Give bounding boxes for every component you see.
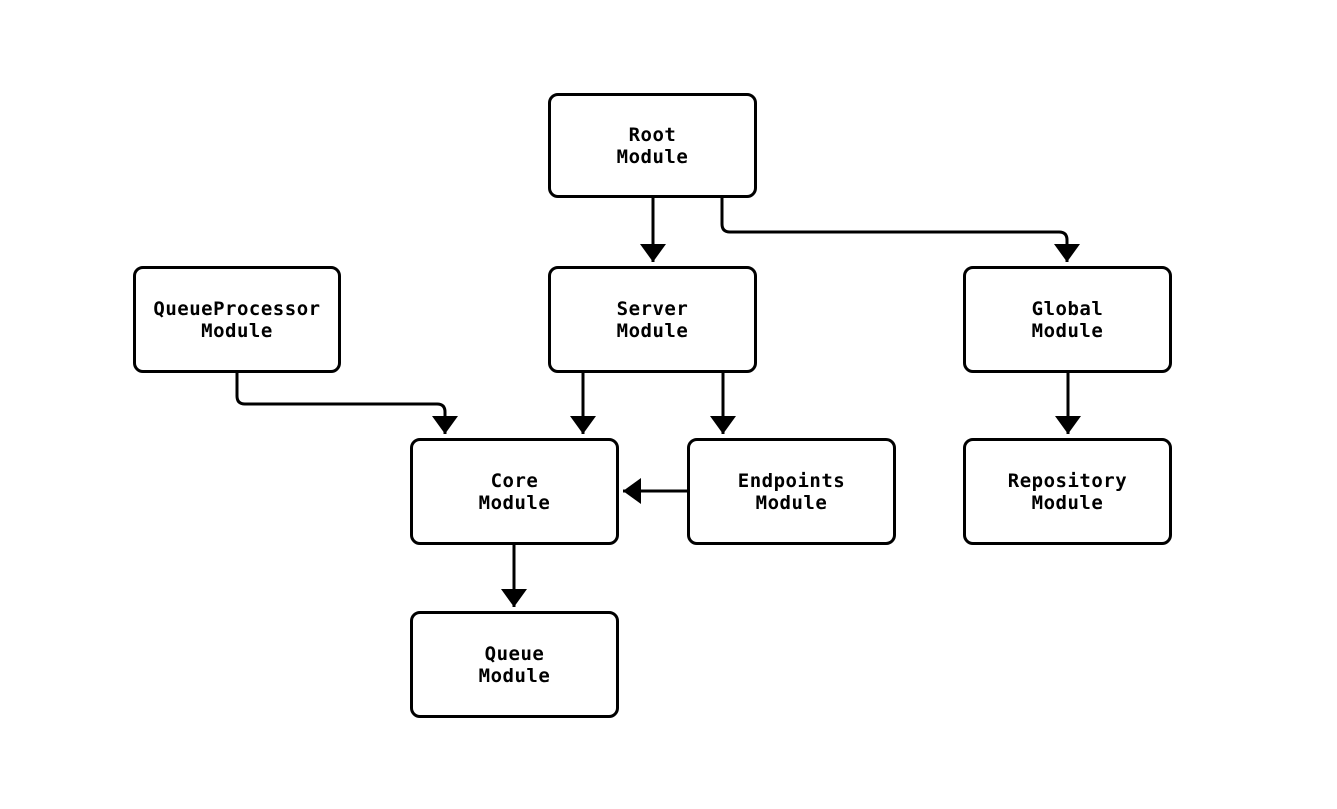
node-core-module-label: Core Module <box>478 469 551 514</box>
node-endpoints-module: Endpoints Module <box>687 438 896 545</box>
node-repository-module: Repository Module <box>963 438 1172 545</box>
node-global-module-label: Global Module <box>1031 297 1104 342</box>
edge-queueprocessor-to-core <box>235 373 458 434</box>
node-root-module: Root Module <box>548 93 757 198</box>
node-queue-module-label: Queue Module <box>478 642 551 687</box>
node-root-module-label: Root Module <box>616 123 689 168</box>
edge-root-to-global <box>720 198 1080 262</box>
node-queue-module: Queue Module <box>410 611 619 718</box>
node-repository-module-label: Repository Module <box>1007 469 1128 514</box>
node-server-module-label: Server Module <box>616 297 689 342</box>
node-endpoints-module-label: Endpoints Module <box>737 469 846 514</box>
node-global-module: Global Module <box>963 266 1172 373</box>
node-core-module: Core Module <box>410 438 619 545</box>
node-server-module: Server Module <box>548 266 757 373</box>
node-queueprocessor-module: QueueProcessor Module <box>133 266 341 373</box>
node-queueprocessor-module-label: QueueProcessor Module <box>153 297 321 342</box>
